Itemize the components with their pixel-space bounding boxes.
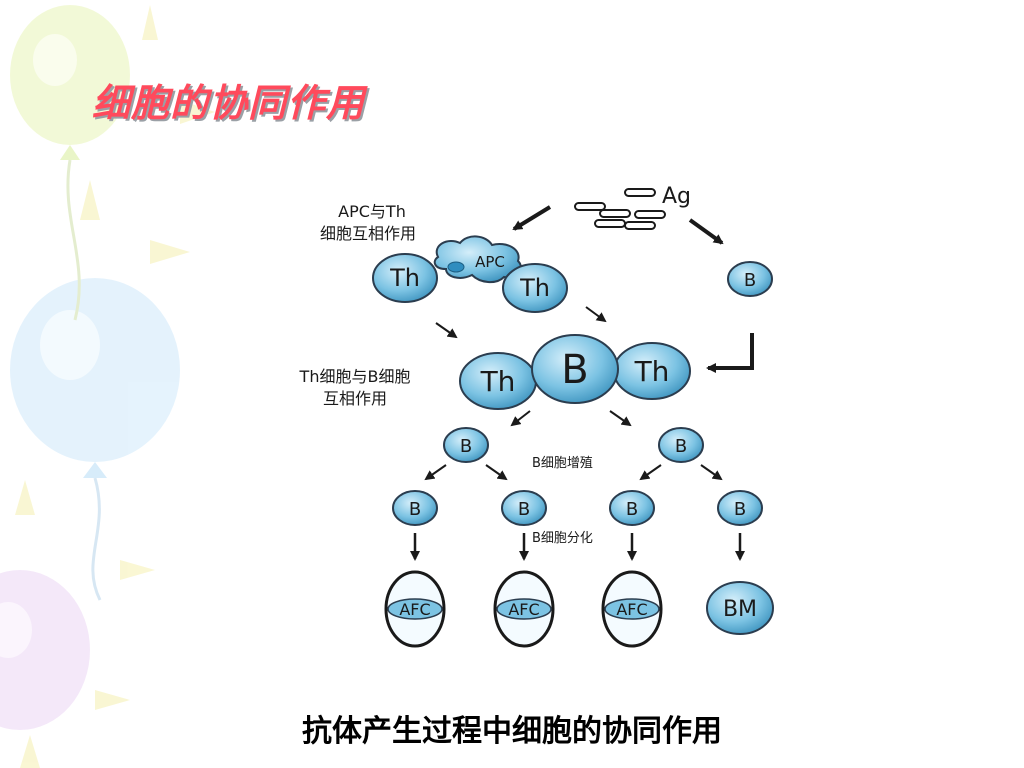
b-cell-2 — [501, 490, 547, 526]
arrow-to-b-right — [609, 410, 632, 427]
afc-cell-1: AFC — [384, 570, 446, 648]
arrow-th-down-left — [435, 322, 458, 339]
afc-cell-2: AFC — [493, 570, 555, 648]
afc-label: AFC — [399, 600, 430, 619]
label-apc-th-line2: 细胞互相作用 — [320, 224, 416, 243]
bm-label: BM — [723, 597, 757, 622]
b-label: B — [675, 436, 687, 457]
arrow-ag-to-apc — [512, 205, 552, 231]
b-cell-4 — [717, 490, 763, 526]
afc-label: AFC — [508, 600, 539, 619]
b-cell-1 — [392, 490, 438, 526]
b-label: B — [460, 436, 472, 457]
label-th-b-line2: 互相作用 — [323, 389, 387, 408]
bm-cell — [706, 581, 774, 635]
slide-caption: 抗体产生过程中细胞的协同作用 — [302, 714, 722, 749]
arrow-b2-left — [639, 464, 662, 481]
slide-title: 细胞的协同作用 — [92, 81, 366, 125]
b-cell-proliferating-left — [443, 427, 489, 463]
th-cell-top-right — [502, 263, 568, 313]
arrow-ag-to-b — [688, 218, 724, 245]
afc-label: AFC — [616, 600, 647, 619]
apc-label: APC — [475, 253, 505, 271]
th-label: Th — [389, 264, 420, 292]
th-label: Th — [519, 274, 550, 302]
b-cell-proliferating-right — [658, 427, 704, 463]
arrow-b1-right — [485, 464, 508, 481]
th-label: Th — [634, 355, 670, 388]
b-cell-3 — [609, 490, 655, 526]
antigen-label: Ag — [662, 184, 691, 209]
apc-nucleus — [447, 261, 465, 273]
label-th-b-line1: Th细胞与B细胞 — [299, 367, 411, 386]
th-label: Th — [480, 365, 516, 398]
b-label: B — [409, 499, 421, 520]
b-label: B — [626, 499, 638, 520]
b-cell-activated — [531, 334, 619, 404]
b-label: B — [734, 499, 746, 520]
arrow-to-b-left — [510, 410, 531, 427]
afc-cell-3: AFC — [601, 570, 663, 648]
label-apc-th-line1: APC与Th — [338, 202, 406, 221]
arrow-b1-left — [424, 464, 447, 481]
label-proliferation: B细胞增殖 — [532, 455, 593, 471]
arrow-th-down-right — [585, 306, 607, 323]
arrow-b2-right — [700, 464, 723, 481]
th-cell-top-left — [372, 253, 438, 303]
b-label: B — [744, 270, 756, 291]
antibody-production-diagram: Ag APC与Th 细胞互相作用 APC Th Th B Th细胞与B细胞 互相… — [299, 184, 774, 648]
antigen-molecules — [574, 188, 666, 230]
b-label: B — [561, 347, 588, 393]
label-differentiation: B细胞分化 — [532, 531, 593, 546]
b-label: B — [518, 499, 530, 520]
arrow-b-return — [706, 333, 754, 373]
b-cell-naive — [727, 261, 773, 297]
